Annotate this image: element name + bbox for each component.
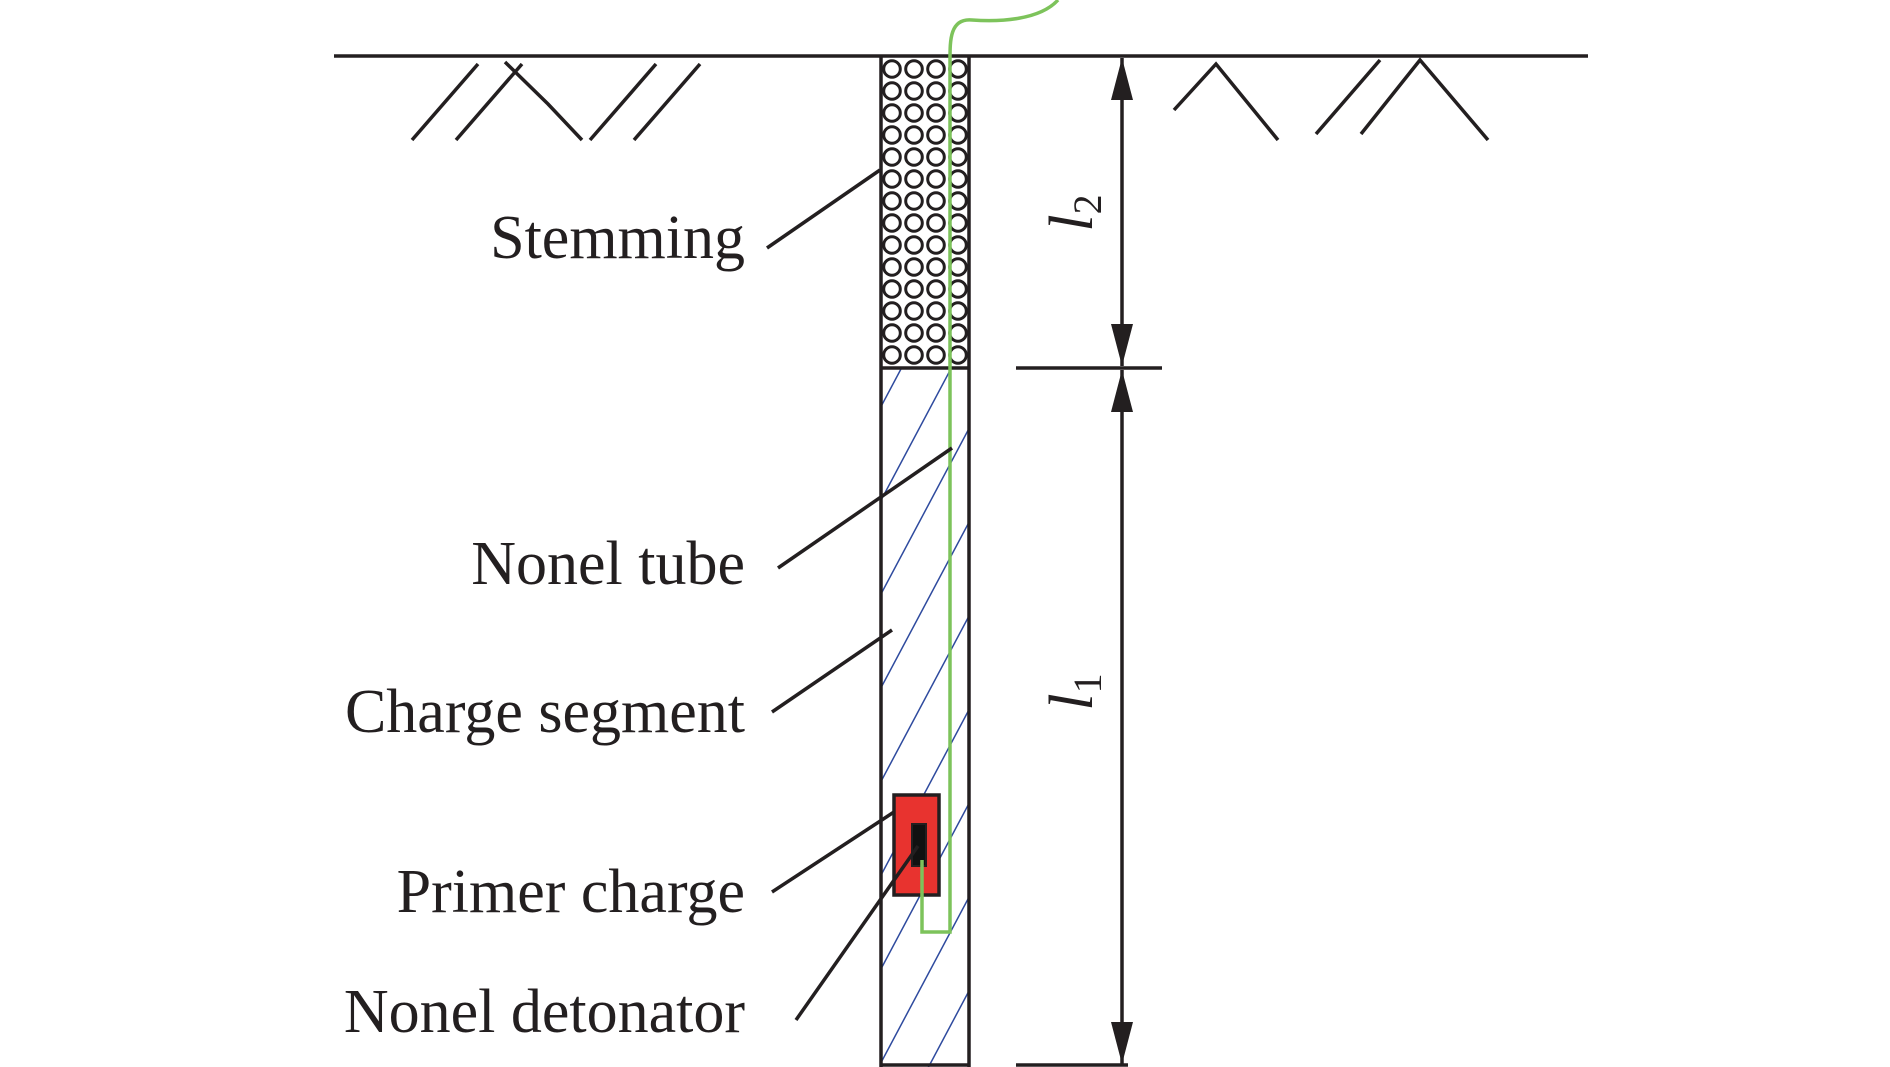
charge-segment-fill [881, 368, 969, 1067]
label-nonel-detonator: Nonel detonator [344, 978, 746, 1046]
leader-lines [766, 168, 953, 1022]
l2-subscript: 2 [1065, 194, 1110, 214]
borehole [879, 56, 971, 1067]
svg-text:l2: l2 [1038, 194, 1110, 231]
l2-symbol: l [1038, 214, 1106, 231]
stemming-segment [881, 58, 969, 368]
ground-hatching-right [1172, 57, 1490, 142]
label-primer-charge: Primer charge [397, 858, 745, 926]
dimension-label-l1: l1 [1038, 673, 1110, 710]
leader-stemming [766, 168, 881, 250]
ground [334, 54, 1588, 142]
label-stemming: Stemming [490, 204, 745, 272]
leader-primer-charge [771, 810, 895, 894]
leader-nonel-tube [777, 446, 953, 570]
label-charge-segment: Charge segment [345, 678, 745, 746]
nonel-detonator [911, 823, 927, 867]
label-nonel-tube: Nonel tube [471, 530, 745, 598]
leader-nonel-detonator [794, 844, 920, 1022]
l1-symbol: l [1038, 693, 1106, 710]
dimension-l2 [1111, 58, 1133, 366]
nonel-tube [920, 0, 1060, 934]
l1-subscript: 1 [1065, 673, 1110, 693]
svg-text:l1: l1 [1038, 673, 1110, 710]
dimension-l1 [1111, 370, 1133, 1064]
leader-charge-segment [771, 628, 893, 714]
dimension-label-l2: l2 [1038, 194, 1110, 231]
ground-hatching-left [410, 60, 702, 142]
